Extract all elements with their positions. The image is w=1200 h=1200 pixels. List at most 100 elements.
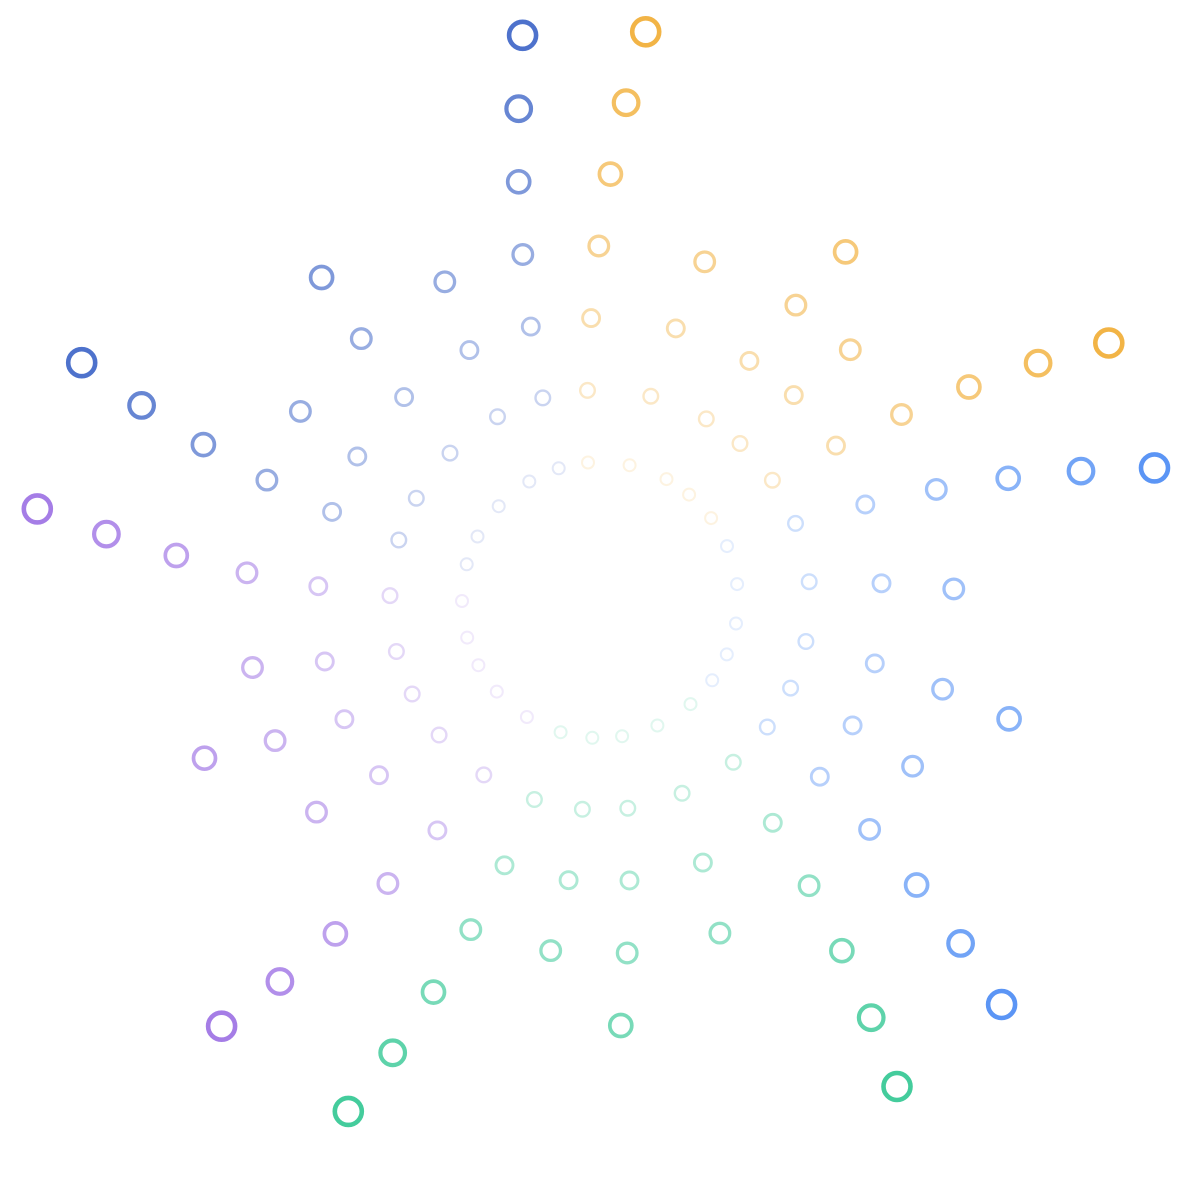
ring-dot [394, 387, 415, 408]
ring-dot [407, 489, 425, 507]
ring-dot [615, 729, 630, 744]
ring-dot [191, 745, 218, 772]
ring-dot [522, 474, 537, 489]
ring-dot [729, 616, 743, 631]
ring-dot [1066, 456, 1096, 486]
ring-dot [800, 573, 818, 591]
ring-dot [659, 472, 674, 487]
ring-dot [475, 766, 493, 784]
ring-dot [629, 15, 662, 48]
ring-dot [308, 264, 335, 291]
ring-dot [809, 766, 830, 787]
ring-dot [587, 234, 611, 258]
ring-dot [579, 381, 597, 399]
ring-dot [255, 468, 279, 492]
ring-dot [864, 653, 885, 674]
ring-dot [881, 1070, 913, 1103]
ring-dot [441, 444, 459, 462]
ring-dot [622, 458, 637, 473]
ring-dot [489, 684, 504, 699]
ring-dot [534, 389, 552, 407]
ring-dot [787, 514, 805, 532]
ring-dot [581, 308, 602, 329]
ring-dot [505, 168, 532, 195]
ring-dot [241, 656, 264, 679]
ring-dot [719, 647, 734, 662]
ring-dot [403, 685, 421, 703]
ring-dot [420, 979, 447, 1005]
ring-dot [783, 385, 804, 406]
ring-dot [489, 408, 507, 426]
ring-dot [946, 929, 975, 958]
ring-dot [551, 461, 566, 476]
ring-dot [995, 465, 1022, 492]
ring-dot [288, 399, 312, 423]
ring-dot [665, 318, 686, 339]
ring-dot [127, 391, 157, 420]
ring-dot [829, 937, 855, 964]
ring-dot [347, 446, 368, 467]
ring-dot [705, 673, 720, 688]
ring-dot [619, 870, 640, 891]
ring-dot [762, 812, 783, 833]
ring-dot [619, 799, 637, 817]
ring-dot [376, 872, 400, 895]
ring-dot [682, 487, 697, 502]
ring-dot [739, 350, 760, 371]
ring-dot [797, 633, 815, 651]
ring-dot [650, 718, 665, 733]
ring-dot [708, 921, 732, 945]
ring-dot [931, 677, 955, 701]
ring-dot [265, 967, 295, 996]
ring-dot [455, 594, 469, 608]
ring-dot [858, 817, 882, 841]
ring-dot [491, 499, 506, 514]
ring-dot [459, 340, 480, 361]
ring-dot [797, 874, 821, 898]
ring-dot [511, 243, 535, 266]
ring-dot [720, 539, 734, 554]
ring-dot [314, 651, 335, 672]
ring-dot [826, 435, 846, 456]
ring-dot [856, 1003, 886, 1033]
ring-dot [305, 800, 328, 824]
ring-dot [390, 531, 408, 549]
ring-dot [433, 270, 457, 294]
ring-dot [942, 577, 966, 601]
ring-dot [387, 643, 405, 661]
ring-dot [322, 501, 343, 522]
ring-dot [730, 577, 745, 592]
ring-dot [163, 542, 190, 569]
ring-dot [332, 1095, 365, 1128]
ring-dot [838, 338, 862, 362]
ring-dot [855, 494, 876, 515]
ring-dot [901, 754, 925, 778]
ring-dot [430, 726, 448, 744]
ring-dot [724, 753, 742, 771]
ring-dot [782, 679, 800, 697]
ring-dot [525, 791, 543, 809]
ring-dot [378, 1038, 408, 1068]
ring-dot [573, 800, 591, 818]
ring-dot [459, 557, 474, 572]
ring-dot [903, 872, 930, 898]
ring-dot [704, 511, 719, 526]
ring-dot [673, 784, 691, 802]
ring-dot [65, 346, 98, 379]
ring-dot [758, 718, 776, 736]
ring-dot [334, 709, 355, 730]
ring-dot [308, 576, 329, 597]
ring-dot [91, 519, 121, 549]
ring-dot [205, 1010, 238, 1042]
ring-dot [558, 870, 579, 891]
ring-dot [459, 918, 483, 942]
ring-dot [235, 561, 259, 585]
ring-dot [615, 941, 639, 965]
ring-dot [539, 939, 563, 963]
ring-dot [369, 765, 389, 786]
ring-dot [506, 19, 539, 52]
ring-dot [21, 493, 54, 525]
ring-dot [924, 477, 948, 501]
ring-dot [683, 697, 698, 712]
